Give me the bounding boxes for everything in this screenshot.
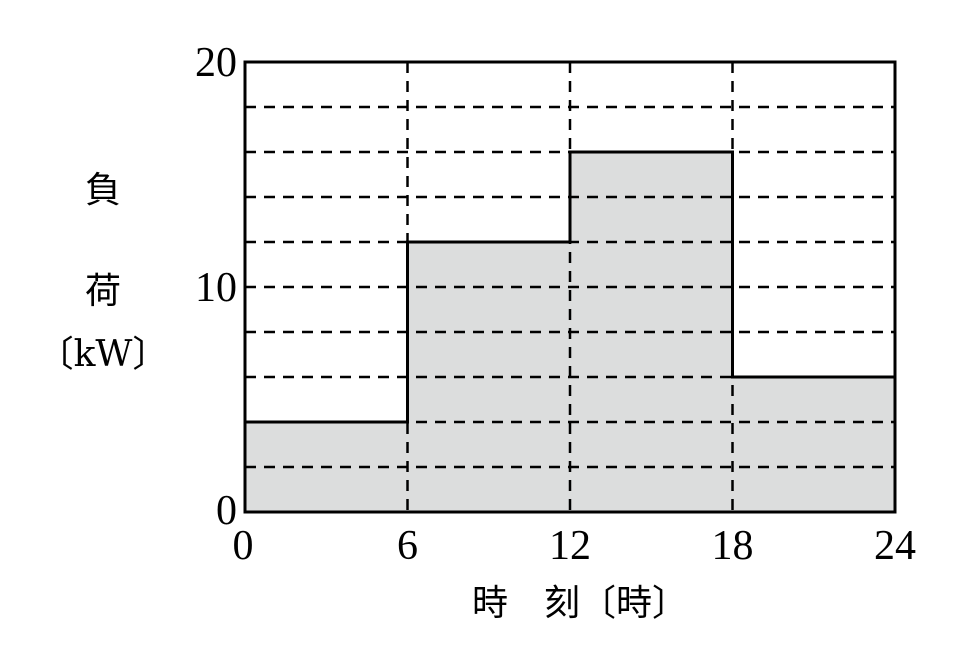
x-tick-label: 0 (233, 523, 254, 569)
y-axis-label: 負 荷 〔kW〕 (38, 170, 169, 375)
load-step-line-layer (245, 150, 895, 424)
x-tick-label: 24 (874, 523, 916, 569)
load-step-fill (407, 242, 570, 512)
y-tick-label: 0 (216, 488, 237, 534)
x-tick-label: 18 (712, 523, 754, 569)
y-axis-label-char-2: 荷 (85, 271, 121, 312)
x-tick-label: 6 (397, 523, 418, 569)
y-tick-label: 20 (195, 40, 237, 86)
x-axis-label: 時 刻〔時〕 (472, 583, 688, 624)
x-tick-label: 12 (549, 523, 591, 569)
load-step-line (245, 150, 895, 424)
y-axis-unit: 〔kW〕 (38, 334, 169, 375)
tick-label-layer: 0 6 12 18 24 0 10 20 (195, 40, 916, 569)
y-axis-label-char-1: 負 (85, 170, 121, 211)
y-tick-label: 10 (195, 265, 237, 311)
load-step-fill (732, 377, 895, 512)
plot-frame (243, 60, 897, 514)
